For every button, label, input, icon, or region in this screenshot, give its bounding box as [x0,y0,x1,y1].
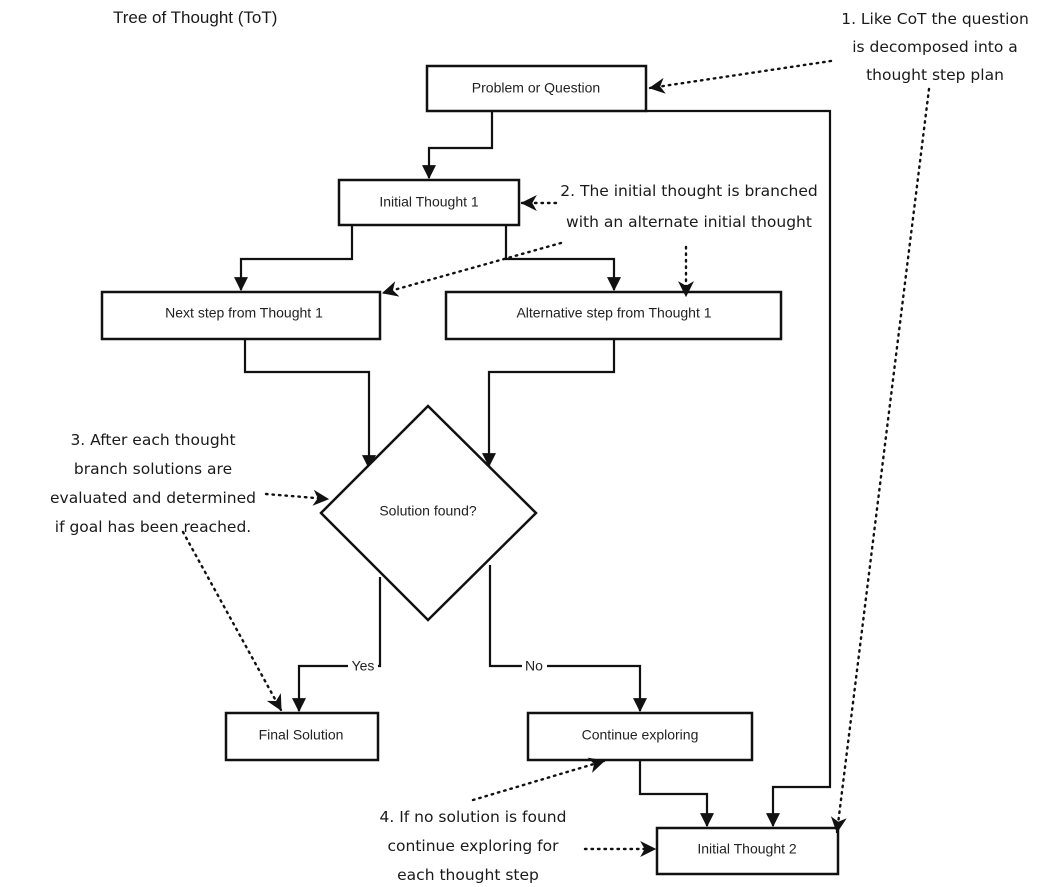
edge-label-no: No [525,658,543,674]
diagram-title: Tree of Thought (ToT) [113,8,277,27]
node-decision-label: Solution found? [379,503,477,519]
annotation-3: 3. After each thought branch solutions a… [50,431,256,536]
node-next-step-label: Next step from Thought 1 [165,305,323,321]
edge-decision-no [488,565,647,713]
pointer-note1-to-problem [648,59,833,94]
node-final-solution-label: Final Solution [259,727,344,743]
node-problem: Problem or Question [425,64,648,113]
node-alternative-step-label: Alternative step from Thought 1 [516,305,711,321]
node-continue-exploring-label: Continue exploring [582,727,699,743]
annotation-4: 4. If no solution is found continue expl… [380,808,567,884]
annotation-4-line-3: each thought step [397,866,539,884]
edge-alternative-to-decision [482,339,616,468]
edge-thought1-to-alternative [504,225,621,292]
node-initial-thought-2: Initial Thought 2 [655,826,840,876]
node-continue-exploring: Continue exploring [526,711,754,762]
yes-label-bg [348,658,378,675]
annotation-1-line-1: 1. Like CoT the question [841,10,1029,28]
edge-thought1-to-next-step [234,225,354,292]
annotation-1-line-3: thought step plan [866,66,1004,84]
edge-next-step-to-decision [243,339,376,470]
pointer-note3-to-final [181,530,283,712]
node-next-step: Next step from Thought 1 [100,290,382,341]
annotation-2-line-2: with an alternate initial thought [566,213,812,231]
pointer-note3-to-decision [264,489,330,506]
node-initial-thought-1-label: Initial Thought 1 [379,194,479,210]
edge-problem-to-thought1 [422,111,494,180]
edge-continue-to-thought2 [638,760,714,828]
edge-decision-yes [292,577,382,713]
annotation-1-line-2: is decomposed into a [852,38,1018,56]
pointer-note2-to-next-step [381,241,563,297]
annotation-4-line-1: 4. If no solution is found [380,808,567,826]
annotation-3-line-4: if goal has been reached. [55,518,251,536]
annotation-1: 1. Like CoT the question is decomposed i… [841,10,1029,84]
annotation-2: 2. The initial thought is branched with … [560,182,817,231]
annotation-4-line-2: continue exploring for [388,837,560,855]
pointer-note4-to-continue [471,757,606,802]
no-label-bg [522,658,547,675]
node-initial-thought-1: Initial Thought 1 [337,178,521,227]
edge-problem-to-thought2 [646,109,832,828]
pointer-note1-to-thought2 [830,87,931,834]
node-final-solution: Final Solution [224,711,380,762]
edge-label-yes: Yes [352,658,375,674]
node-initial-thought-2-label: Initial Thought 2 [697,841,797,857]
annotation-pointers [181,59,931,857]
node-alternative-step: Alternative step from Thought 1 [444,290,783,341]
annotation-3-line-3: evaluated and determined [50,489,256,507]
annotation-3-line-2: branch solutions are [74,460,232,478]
annotation-2-line-1: 2. The initial thought is branched [560,182,817,200]
edges [234,109,832,828]
annotation-3-line-1: 3. After each thought [70,431,235,449]
node-problem-label: Problem or Question [472,80,600,96]
node-decision: Solution found? [319,404,538,622]
